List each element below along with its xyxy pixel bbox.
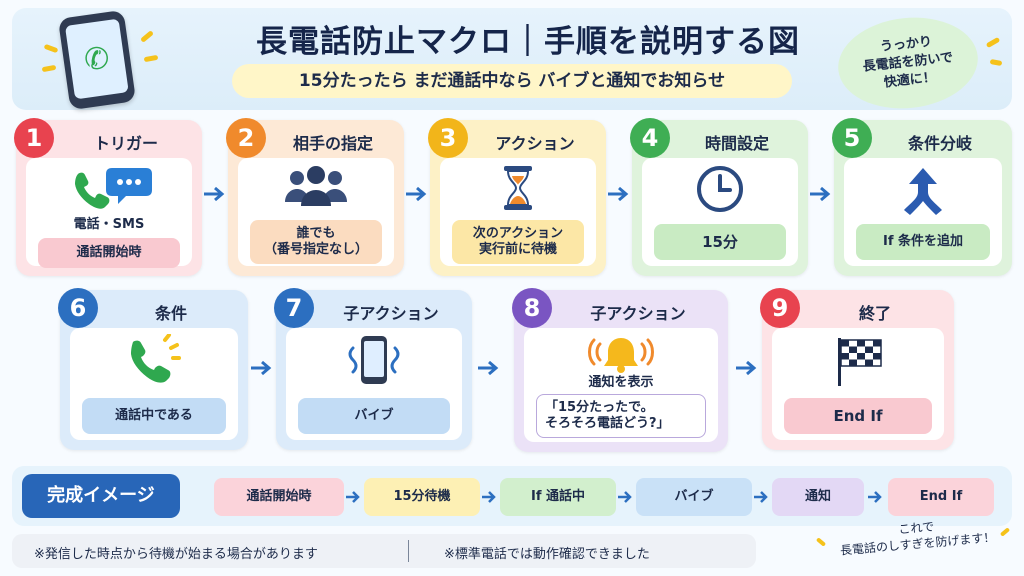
arrow-right-icon — [204, 186, 226, 202]
step-value: End If — [784, 398, 932, 434]
flow-step: 通知 — [772, 478, 864, 516]
arrow-right-icon — [868, 489, 884, 505]
phone-and-chat-icon — [26, 164, 192, 214]
arrow-right-icon — [618, 489, 634, 505]
phone-icon: ✆ — [81, 39, 112, 79]
page-title: 長電話防止マクロ｜手順を説明する図 — [256, 24, 800, 60]
step-number: 1 — [14, 118, 54, 158]
flow-step: If 通話中 — [500, 478, 616, 516]
arrow-right-icon — [810, 186, 832, 202]
step-card-2: 2 相手の指定 誰でも （番号指定なし） — [226, 118, 404, 276]
step-card-7: 7 子アクション バイブ — [274, 288, 472, 450]
step-value-line: 次のアクション — [472, 226, 564, 241]
step-card-6: 6 条件 通話中である — [58, 288, 248, 450]
notification-line: 「15分たったで。 — [545, 400, 654, 415]
step-number: 8 — [512, 288, 552, 328]
step-card-8: 8 子アクション 通知を表示 「15分たったで。 そろそろ電話どう?」 — [512, 288, 728, 452]
notification-line: そろそろ電話どう?」 — [545, 416, 670, 431]
footer-notes-bar — [12, 534, 756, 568]
checkered-flag-icon — [772, 334, 944, 392]
step-value: 15分 — [654, 224, 786, 260]
arrow-right-icon — [406, 186, 428, 202]
step-title: 条件 — [154, 304, 187, 323]
page-subtitle: 15分たったら まだ通話中なら バイブと通知でお知らせ — [232, 64, 792, 98]
step-value: 通話開始時 — [38, 238, 180, 268]
step-title: トリガー — [93, 134, 158, 153]
people-icon — [238, 164, 394, 212]
step-title: 相手の指定 — [292, 134, 373, 153]
step-title: 子アクション — [343, 304, 439, 323]
step-value-line: 実行前に待機 — [478, 242, 557, 257]
step-title: 子アクション — [590, 304, 686, 323]
step-number: 3 — [428, 118, 468, 158]
clock-icon — [642, 164, 798, 218]
summary-title: 完成イメージ — [22, 474, 180, 518]
step-title: 条件分岐 — [907, 134, 972, 153]
step-card-9: 9 終了 End If — [760, 288, 954, 450]
step-title: 終了 — [858, 304, 891, 323]
flow-step: 通話開始時 — [214, 478, 344, 516]
footer-note: ※標準電話では動作確認できました — [444, 547, 650, 562]
footer-note: ※発信した時点から待機が始まる場合があります — [34, 547, 318, 562]
phone-illustration: ✆ — [57, 9, 137, 111]
step-number: 7 — [274, 288, 314, 328]
step-value: If 条件を追加 — [856, 224, 990, 260]
step-title: アクション — [495, 134, 575, 153]
step-number: 2 — [226, 118, 266, 158]
notification-text: 「15分たったで。 そろそろ電話どう?」 — [536, 394, 706, 438]
step-label: 電話・SMS — [73, 217, 145, 232]
flow-step: バイブ — [636, 478, 752, 516]
step-value-line: （番号指定なし） — [263, 242, 368, 257]
step-card-4: 4 時間設定 15分 — [630, 118, 808, 276]
step-value: 次のアクション 実行前に待機 — [452, 220, 584, 264]
step-value: 通話中である — [82, 398, 226, 434]
step-card-3: 3 アクション 次のアクション 実行前に待機 — [428, 118, 606, 276]
arrow-right-icon — [754, 489, 770, 505]
bell-icon — [524, 334, 718, 378]
arrow-right-icon — [608, 186, 630, 202]
flow-step: End If — [888, 478, 994, 516]
step-number: 9 — [760, 288, 800, 328]
arrow-right-icon — [482, 489, 498, 505]
step-number: 4 — [630, 118, 670, 158]
arrow-right-icon — [478, 360, 500, 376]
arrow-right-icon — [251, 360, 273, 376]
step-label: 通知を表示 — [588, 375, 654, 390]
flow-step: 15分待機 — [364, 478, 480, 516]
arrow-right-icon — [736, 360, 758, 376]
step-number: 5 — [832, 118, 872, 158]
step-card-5: 5 条件分岐 If 条件を追加 — [832, 118, 1012, 276]
merge-arrow-icon — [844, 164, 1002, 220]
step-card-1: 1 トリガー 電話・SMS 通話開始時 — [14, 118, 202, 276]
step-value-line: 誰でも — [296, 226, 336, 241]
step-value: 誰でも （番号指定なし） — [250, 220, 382, 264]
ringing-phone-icon — [70, 333, 238, 390]
step-value: バイブ — [298, 398, 450, 434]
step-number: 6 — [58, 288, 98, 328]
vibrating-phone-icon — [286, 334, 462, 392]
hourglass-icon — [440, 164, 596, 216]
step-title: 時間設定 — [704, 134, 769, 153]
arrow-right-icon — [346, 489, 362, 505]
footer-divider — [408, 540, 409, 562]
